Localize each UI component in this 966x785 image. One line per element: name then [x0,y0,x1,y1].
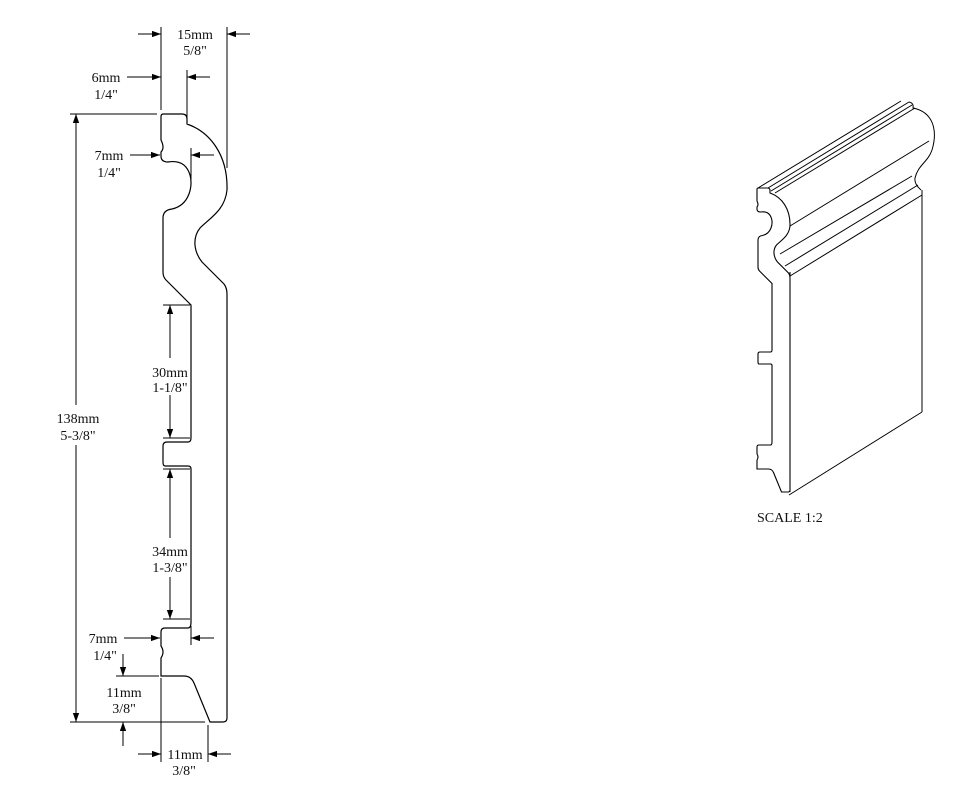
dim-label-mm: 30mm [152,366,188,381]
dim-plinth-height: 11mm 3/8" [106,654,159,746]
dim-label-inch: 1-1/8" [152,381,187,396]
dim-top-step: 6mm 1/4" [92,70,210,118]
dim-upper-recess: 30mm 1-1/8" [152,304,190,439]
dim-upper-bead: 7mm 1/4" [95,148,214,181]
profile-section [160,113,228,723]
dim-label-mm: 6mm [92,71,121,86]
isometric-view: SCALE 1:2 [756,100,935,526]
dim-label-inch: 1-3/8" [152,561,187,576]
dim-label-mm: 7mm [95,149,124,164]
dim-label-mm: 11mm [106,686,141,701]
dim-label-mm: 34mm [152,545,188,560]
dim-label-mm: 11mm [167,748,202,763]
dim-label-inch: 3/8" [172,764,196,779]
dim-label-inch: 3/8" [112,702,136,717]
dim-lower-bead: 7mm 1/4" [89,626,214,664]
dim-lower-recess: 34mm 1-3/8" [152,468,190,620]
scale-label: SCALE 1:2 [757,511,823,526]
dim-label-mm: 7mm [89,632,118,647]
dim-overall-height: 138mm 5-3/8" [57,113,205,723]
dim-label-inch: 5/8" [183,44,207,59]
dim-label-inch: 5-3/8" [60,429,95,444]
dim-label-inch: 1/4" [97,166,121,181]
dim-label-mm: 15mm [177,28,213,43]
dim-overall-width: 15mm 5/8" [138,27,250,168]
dim-label-inch: 1/4" [93,649,117,664]
dim-plinth-width: 11mm 3/8" [138,678,231,779]
dim-label-mm: 138mm [57,412,100,427]
dim-label-inch: 1/4" [94,88,118,103]
